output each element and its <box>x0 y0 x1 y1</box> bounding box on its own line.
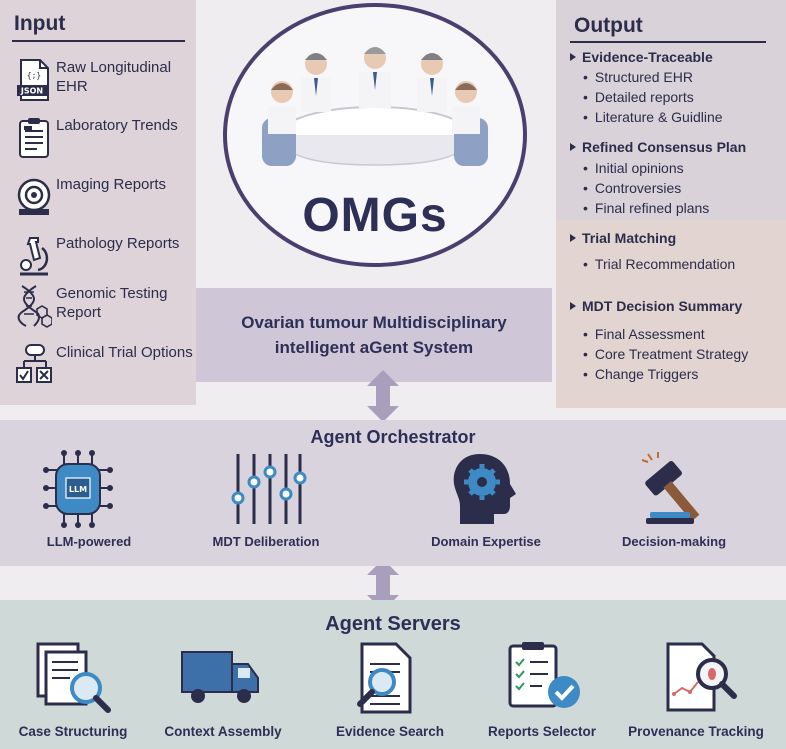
truck-icon <box>181 651 259 703</box>
output-bullet: Core Treatment Strategy <box>583 346 748 362</box>
document-magnifier-icon <box>36 642 111 713</box>
omgs-description-box <box>196 288 552 382</box>
clipboard-icon <box>19 118 49 158</box>
omgs-title: OMGs <box>302 189 448 242</box>
output-section-heading: MDT Decision Summary <box>570 298 742 314</box>
person-icon <box>262 81 296 166</box>
output-bullet: Initial opinions <box>583 160 684 176</box>
microscope-icon <box>20 237 49 276</box>
checklist-check-icon <box>508 642 580 708</box>
output-bullet: Final Assessment <box>583 326 705 342</box>
output-bullet: Structured EHR <box>583 69 693 85</box>
orchestrator-title: Agent Orchestrator <box>310 427 476 447</box>
person-icon <box>359 47 391 108</box>
orchestrator-label: Decision-making <box>621 534 727 549</box>
output-bullet: Controversies <box>583 180 681 196</box>
person-icon <box>452 81 488 166</box>
gavel-icon <box>641 452 700 524</box>
svg-text:LLM: LLM <box>69 485 87 494</box>
triangle-bullet-icon <box>570 234 576 242</box>
omgs-subtitle-line2: intelligent aGent System <box>274 338 474 357</box>
input-item-label: Imaging Reports <box>56 176 167 193</box>
input-title: Input <box>14 12 66 35</box>
svg-text:{;}: {;} <box>27 71 41 80</box>
output-divider <box>570 41 766 43</box>
input-item-ehr: {;} JSON Raw Longitudinal EHR <box>14 58 194 108</box>
server-label: Reports Selector <box>487 724 597 739</box>
llm-chip-icon: LLM <box>43 450 113 528</box>
sliders-icon <box>231 454 307 524</box>
input-item-lab: Laboratory Trends <box>14 116 194 166</box>
output-bullet: Trial Recommendation <box>583 256 735 272</box>
orchestrator-label: LLM-powered <box>46 534 132 549</box>
svg-text:JSON: JSON <box>20 87 43 96</box>
dna-icon <box>17 285 52 328</box>
input-item-trial: Clinical Trial Options <box>14 343 194 393</box>
input-item-genomic: Genomic Testing Report <box>14 284 194 334</box>
output-section-heading: Trial Matching <box>570 230 676 246</box>
orchestrator-label: MDT Deliberation <box>212 534 320 549</box>
omgs-subtitle-line1: Ovarian tumour Multidisciplinary <box>241 313 507 332</box>
output-bullet: Final refined plans <box>583 200 709 216</box>
double-arrow-icon <box>367 559 399 611</box>
output-bullet: Literature & Guidline <box>583 109 723 125</box>
person-icon <box>301 53 331 112</box>
output-title: Output <box>574 14 643 37</box>
json-file-icon: {;} JSON <box>17 59 49 101</box>
double-arrow-icon <box>367 370 399 422</box>
server-label: Case Structuring <box>18 724 128 739</box>
input-item-label: Raw Longitudinal EHR <box>56 59 172 95</box>
meeting-illustration <box>223 3 527 267</box>
scanner-icon <box>17 178 51 215</box>
input-item-label: Genomic Testing Report <box>56 285 168 321</box>
servers-title: Agent Servers <box>325 613 461 635</box>
person-icon <box>417 53 447 112</box>
orchestrator-label: Domain Expertise <box>431 534 541 549</box>
triangle-bullet-icon <box>570 302 576 310</box>
input-item-pathology: Pathology Reports <box>14 234 194 284</box>
input-item-imaging: Imaging Reports <box>14 175 194 225</box>
output-section-heading: Evidence-Traceable <box>570 49 713 65</box>
output-bullet: Change Triggers <box>583 366 699 382</box>
footprint-magnifier-icon <box>666 642 737 712</box>
triangle-bullet-icon <box>570 53 576 61</box>
head-gear-icon <box>453 454 516 524</box>
search-document-icon <box>357 642 412 714</box>
checklist-icon <box>16 344 52 383</box>
server-label: Evidence Search <box>335 724 445 739</box>
output-bullet: Detailed reports <box>583 89 694 105</box>
server-label: Provenance Tracking <box>628 724 764 739</box>
input-item-label: Pathology Reports <box>56 235 180 252</box>
input-divider <box>12 40 185 42</box>
input-item-label: Clinical Trial Options <box>56 344 193 361</box>
server-label: Context Assembly <box>164 724 282 739</box>
input-item-label: Laboratory Trends <box>56 117 178 134</box>
output-section-heading: Refined Consensus Plan <box>570 139 746 155</box>
triangle-bullet-icon <box>570 143 576 151</box>
